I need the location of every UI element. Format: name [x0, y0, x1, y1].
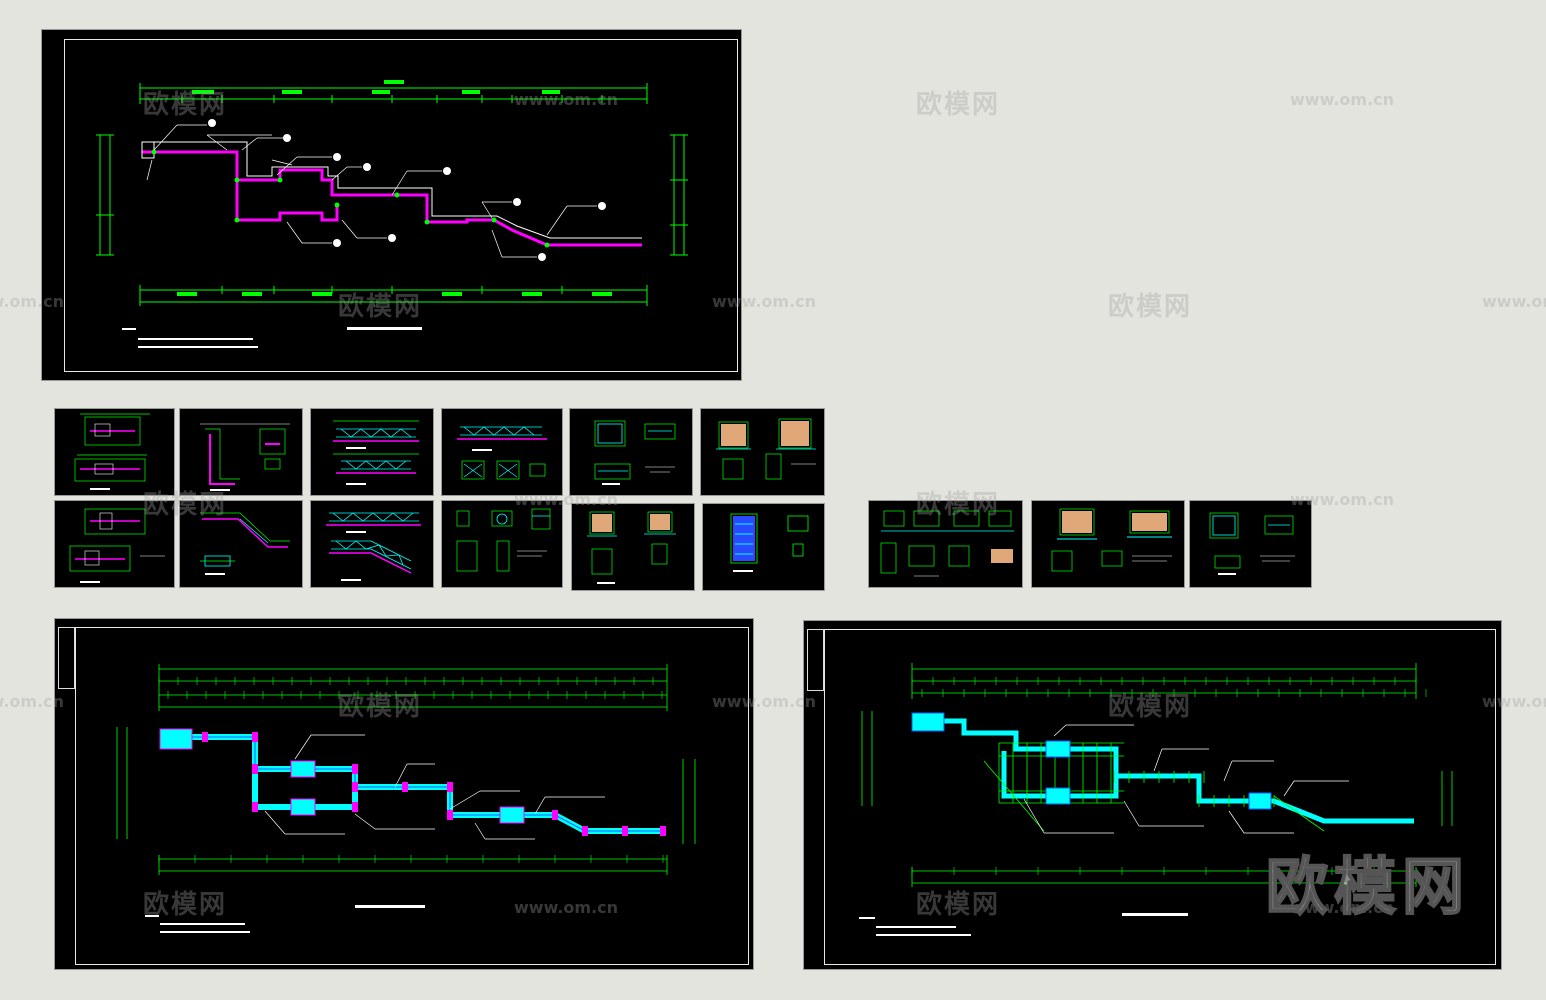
title-block: [58, 627, 75, 689]
watermark-brand: 欧模网: [1108, 292, 1193, 322]
drawing-sheet-plan-bottom-right[interactable]: [803, 620, 1502, 970]
detail-sheet-7[interactable]: [54, 500, 175, 588]
detail-sheet-6[interactable]: [700, 408, 825, 496]
title-block: [807, 629, 824, 691]
drawing-sheet-plan-bottom-left[interactable]: [54, 618, 754, 970]
watermark-brand: 欧模网: [916, 90, 1001, 120]
brand-logo: 欧模网: [1265, 849, 1471, 924]
sheet-frame: [64, 39, 738, 372]
detail-sheet-11[interactable]: [571, 503, 695, 591]
detail-sheet-8[interactable]: [179, 500, 303, 588]
detail-sheet-14[interactable]: [1031, 500, 1185, 588]
detail-sheet-9[interactable]: [310, 500, 434, 588]
detail-sheet-2[interactable]: [179, 408, 303, 496]
sheet-frame: [75, 627, 749, 965]
detail-sheet-10[interactable]: [441, 500, 563, 588]
detail-sheet-1[interactable]: [54, 408, 175, 496]
detail-sheet-5[interactable]: [569, 408, 693, 496]
detail-sheet-4[interactable]: [441, 408, 563, 496]
sheet-frame: [824, 629, 1496, 965]
watermark-url: www.om.cn: [1290, 90, 1395, 109]
detail-sheet-12[interactable]: [702, 503, 825, 591]
drawing-sheet-plan-overview[interactable]: [41, 29, 742, 381]
watermark-url: www.om.cn: [1482, 292, 1546, 311]
detail-sheet-3[interactable]: [310, 408, 434, 496]
plan-overview-drawing: [96, 80, 688, 348]
plan-bottom-right-drawing: [859, 663, 1453, 936]
detail-sheet-15[interactable]: [1189, 500, 1312, 588]
detail-sheet-13[interactable]: [868, 500, 1023, 588]
plan-bottom-left-drawing: [116, 664, 696, 933]
